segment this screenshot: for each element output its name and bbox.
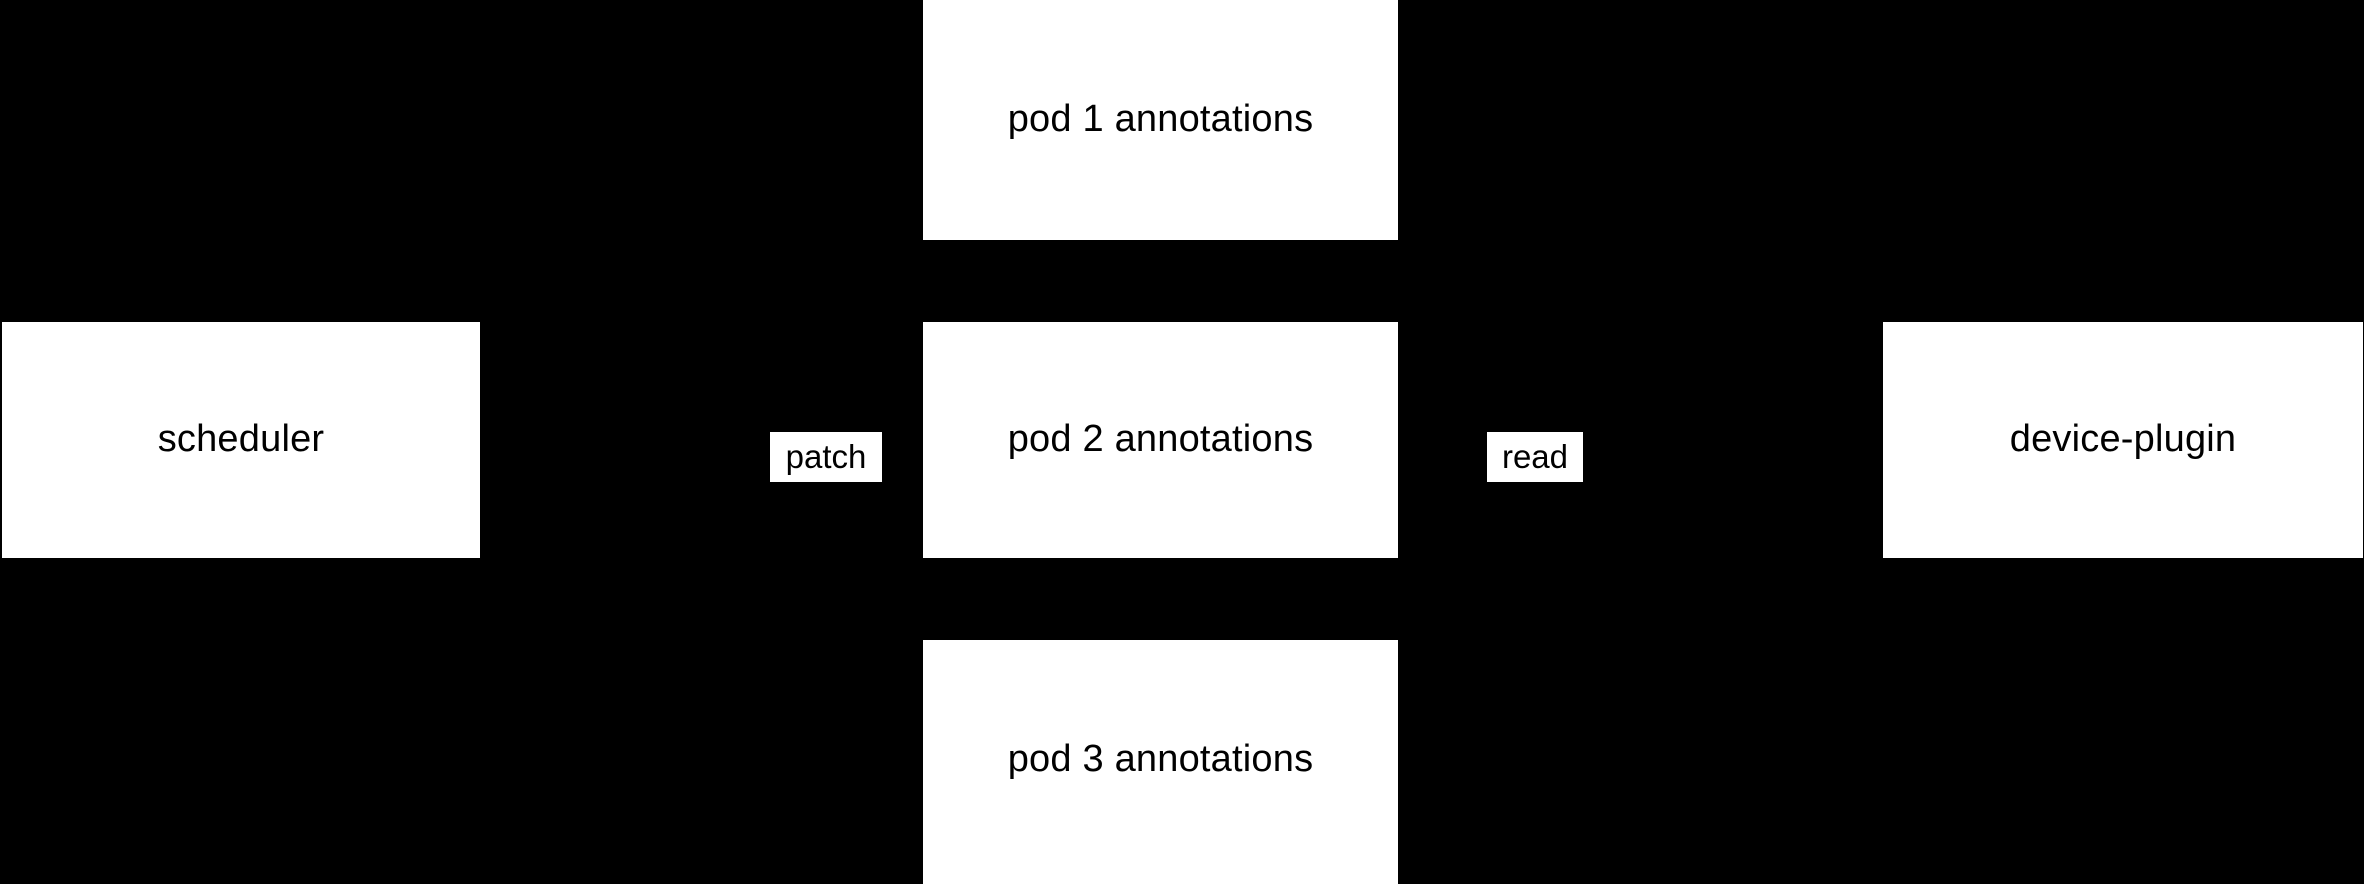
- node-device-plugin[interactable]: device-plugin: [1883, 322, 2363, 558]
- node-pod-3-annotations[interactable]: pod 3 annotations: [923, 640, 1398, 884]
- node-pod-1-annotations-label: pod 1 annotations: [1007, 98, 1314, 141]
- node-pod-1-annotations[interactable]: pod 1 annotations: [923, 0, 1398, 240]
- node-pod-3-annotations-label: pod 3 annotations: [1007, 738, 1314, 781]
- node-scheduler[interactable]: scheduler: [2, 322, 480, 558]
- edge-label-read: read: [1487, 432, 1583, 482]
- edge-label-patch: patch: [770, 432, 882, 482]
- node-pod-2-annotations[interactable]: pod 2 annotations: [923, 322, 1398, 558]
- node-device-plugin-label: device-plugin: [2009, 418, 2237, 461]
- node-pod-2-annotations-label: pod 2 annotations: [1007, 418, 1314, 461]
- node-scheduler-label: scheduler: [157, 418, 325, 461]
